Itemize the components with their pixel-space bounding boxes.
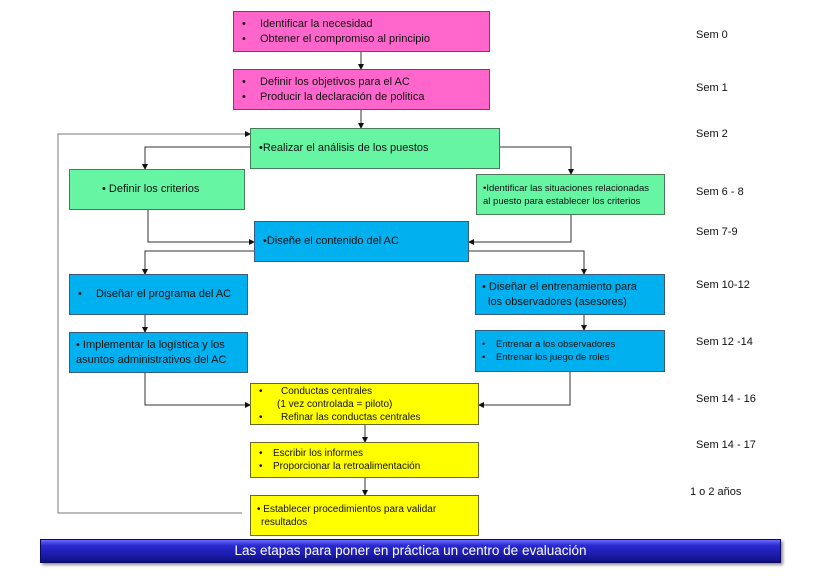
stage-text: Refinar las conductas centrales — [281, 411, 421, 423]
stage-identify-situations: •Identificar las situaciones relacionada… — [476, 174, 665, 215]
week-label: Sem 10-12 — [696, 279, 750, 291]
stage-core-behaviors: • Conductas centrales (1 vez controlada =… — [250, 383, 479, 425]
stage-text: Proporcionar la retroalimentación — [273, 461, 421, 472]
stage-design-observer-training: • Diseñar el entrenamiento para los obse… — [475, 274, 665, 315]
stage-implement-logistics: • Implementar la logística y los asuntos… — [69, 332, 248, 373]
stage-job-analysis: •Realizar el análisis de los puestos — [250, 128, 500, 169]
bullet: • — [242, 17, 246, 30]
stage-text: • Definir los criterios — [102, 183, 200, 195]
week-label: Sem 2 — [696, 128, 728, 140]
bullet: • — [259, 385, 263, 397]
stage-validate-results: • Establecer procedimientos para validar… — [250, 495, 479, 536]
bullet: • — [482, 339, 486, 350]
bullet: • — [259, 448, 263, 459]
stage-text: (1 vez controlada = piloto) — [277, 398, 393, 410]
stage-text: Identificar la necesidad — [260, 17, 373, 30]
stage-text: Conductas centrales — [281, 385, 373, 397]
stage-train-observers: • Entrenar a los observadores • Entrenar l… — [475, 330, 665, 372]
stage-text: Producir la declaración de politica — [260, 90, 425, 103]
stage-write-reports: • Escribir los informes • Proporcionar la … — [250, 442, 479, 478]
arrow-b5-b6 — [468, 215, 572, 245]
bullet: • — [259, 411, 263, 423]
week-label: Sem 14 - 17 — [696, 439, 756, 451]
arrow-b3-b4 — [142, 146, 250, 170]
week-label: Sem 14 - 16 — [696, 393, 756, 405]
stage-text: •Realizar el análisis de los puestos — [259, 142, 429, 154]
stage-text: resultados — [261, 516, 308, 528]
stage-identify-need: • Identificar la necesidad • Obtener el co… — [233, 11, 490, 52]
stage-text: Entrenar los juego de roles — [496, 352, 610, 363]
stage-text: Escribir los informes — [273, 448, 364, 459]
stage-text: Entrenar a los observadores — [496, 339, 616, 350]
bullet: • — [482, 352, 486, 363]
stage-define-objectives: • Definir los objetivos para el AC • Produ… — [233, 69, 490, 110]
bullet: • — [259, 461, 263, 472]
bullet: • — [242, 32, 246, 45]
stage-text: • Implementar la logística y los — [76, 338, 225, 351]
stage-text: Definir los objetivos para el AC — [260, 75, 410, 88]
title-banner: Las etapas para poner en práctica un cen… — [40, 539, 781, 563]
week-label: Sem 6 - 8 — [696, 186, 744, 198]
stage-design-program: • Diseñar el programa del AC — [69, 274, 248, 315]
arrow-b6-b7 — [142, 250, 254, 275]
week-label: Sem 7-9 — [696, 226, 738, 238]
stage-text: Obtener el compromiso al principio — [260, 32, 430, 45]
stage-text: asuntos administrativos del AC — [76, 353, 227, 366]
bullet: • — [242, 75, 246, 88]
stage-design-content: •Diseñe el contenido del AC — [254, 221, 469, 262]
arrow-b4-b6 — [147, 210, 255, 245]
stage-text: •Identificar las situaciones relacionada… — [483, 182, 649, 194]
stage-text: •Diseñe el contenido del AC — [263, 235, 399, 247]
stage-text: Diseñar el programa del AC — [96, 288, 232, 300]
arrow-b10-b11 — [478, 372, 571, 408]
arrow-b6-b9 — [469, 250, 587, 275]
stage-text: • Diseñar el entrenamiento para — [482, 280, 637, 293]
feedback-loop-arrow — [57, 131, 251, 514]
bullet: • — [78, 288, 82, 300]
stage-text: los observadores (asesores) — [488, 295, 627, 308]
stage-text: al puesto para establecer los criterios — [483, 195, 641, 207]
bullet: • — [242, 90, 246, 103]
arrow-b8-b11 — [144, 373, 251, 408]
stage-define-criteria: • Definir los criterios — [69, 169, 245, 210]
week-label: Sem 12 -14 — [696, 336, 753, 348]
week-label: 1 o 2 años — [690, 486, 742, 498]
week-label: Sem 0 — [696, 29, 728, 41]
arrow-b3-b5 — [500, 146, 574, 175]
week-label: Sem 1 — [696, 82, 728, 94]
stage-text: • Establecer procedimientos para validar — [257, 503, 437, 515]
